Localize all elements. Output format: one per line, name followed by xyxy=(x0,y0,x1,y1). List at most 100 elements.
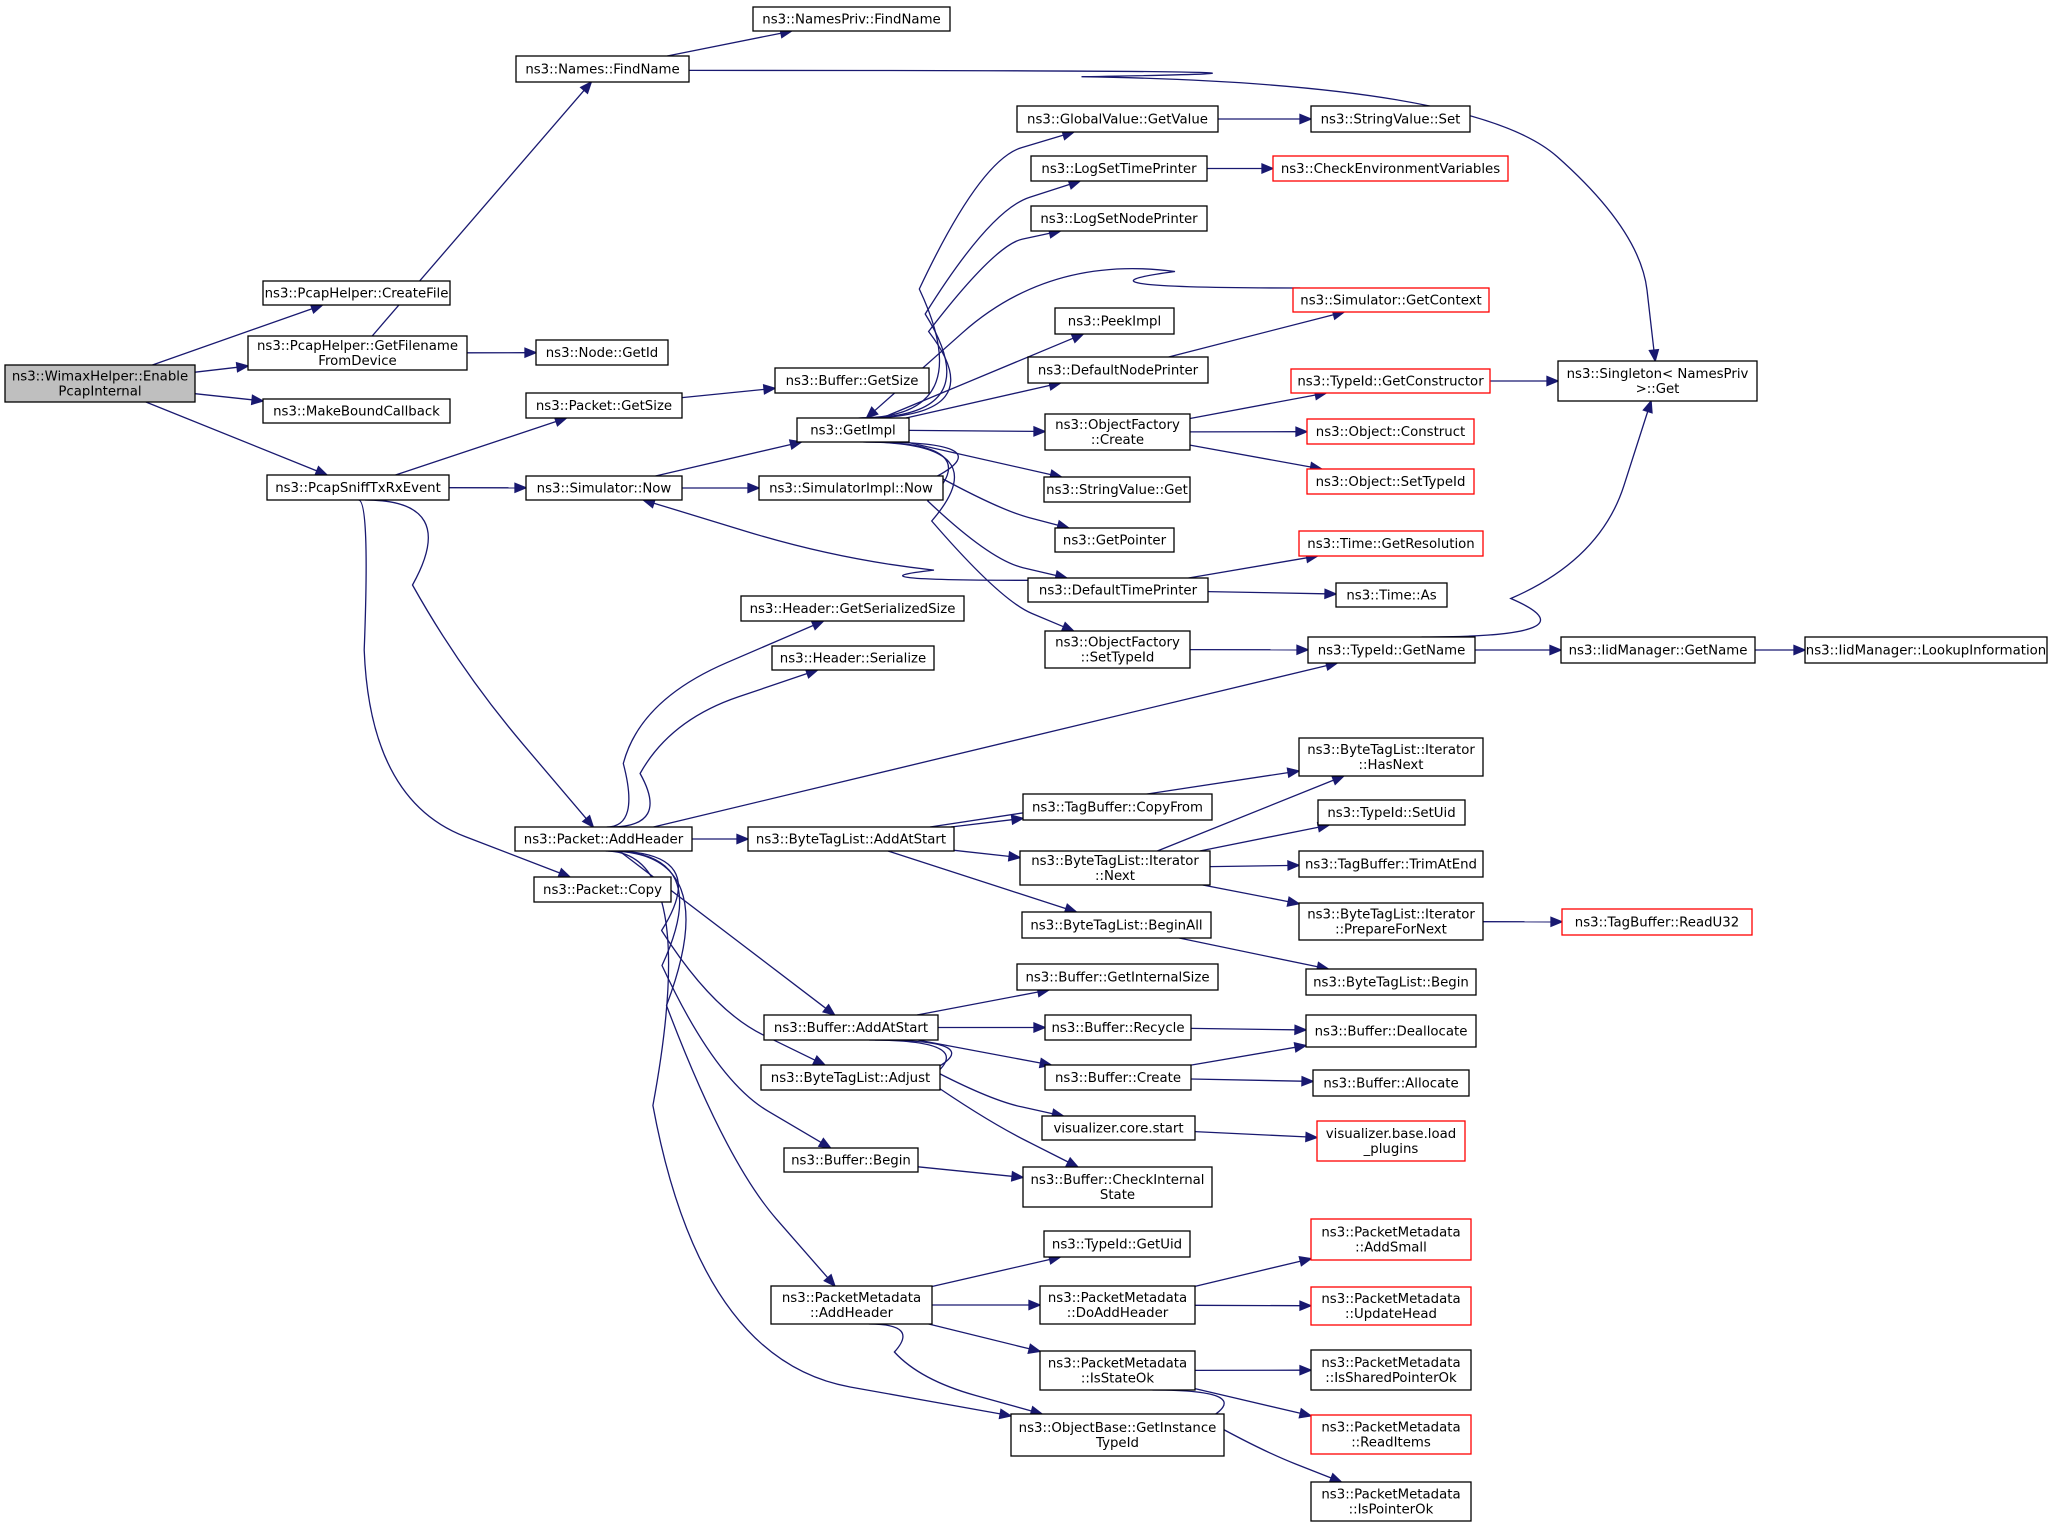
graph-node-n29[interactable]: ns3::Time::As xyxy=(1335,582,1448,608)
call-edge-arrowhead xyxy=(810,620,826,631)
graph-node-n35[interactable]: ns3::Header::GetSerializedSize xyxy=(740,595,965,622)
call-edge xyxy=(1207,163,1275,174)
graph-node-n61[interactable]: ns3::PacketMetadata::AddHeader xyxy=(770,1285,933,1325)
call-edge-arrowhead xyxy=(1028,1299,1042,1311)
graph-node-label: ns3::ObjectFactory xyxy=(1055,636,1180,651)
graph-node-box xyxy=(515,55,690,83)
graph-node-n19[interactable]: ns3::PeekImpl xyxy=(1054,307,1175,335)
call-edge-arrowhead xyxy=(1299,113,1313,125)
call-edge-arrowhead xyxy=(250,394,265,406)
graph-node-n39[interactable]: ns3::ByteTagList::AddAtStart xyxy=(747,826,955,852)
graph-node-n58[interactable]: ns3::ByteTagList::Adjust xyxy=(760,1064,941,1091)
graph-node-n52[interactable]: ns3::Buffer::Deallocate xyxy=(1305,1014,1477,1048)
graph-node-label: ns3::Buffer::CheckInternal xyxy=(1030,1173,1204,1188)
graph-node-n17[interactable]: ns3::LogSetNodePrinter xyxy=(1030,205,1208,232)
call-edge-line xyxy=(908,429,1035,433)
graph-node-n12[interactable]: ns3::GetImpl xyxy=(796,417,910,443)
graph-node-n64[interactable]: ns3::PacketMetadata::UpdateHead xyxy=(1310,1286,1472,1326)
graph-node-n34[interactable]: ns3::SimulatorImpl::Now xyxy=(758,475,944,501)
graph-node-n63[interactable]: ns3::PacketMetadata::AddSmall xyxy=(1310,1218,1472,1261)
graph-node-n43[interactable]: ns3::TypeId::SetUid xyxy=(1317,799,1466,826)
call-edge-line xyxy=(860,183,1070,419)
call-edge-arrowhead xyxy=(1305,1131,1319,1143)
graph-node-n60[interactable]: ns3::TypeId::GetUid xyxy=(1043,1230,1191,1258)
call-edge-line xyxy=(1421,411,1649,638)
graph-node-n30[interactable]: ns3::ObjectFactory::SetTypeId xyxy=(1044,630,1191,669)
graph-node-n66[interactable]: ns3::PacketMetadata::IsSharedPointerOk xyxy=(1310,1349,1472,1391)
graph-node-n23[interactable]: ns3::Object::Construct xyxy=(1306,418,1475,445)
graph-node-n59[interactable]: ns3::Buffer::Begin xyxy=(783,1147,919,1173)
graph-node-label: ::Create xyxy=(1091,433,1144,448)
graph-node-n15[interactable]: ns3::LogSetTimePrinter xyxy=(1030,155,1208,182)
graph-node-label: ns3::PacketMetadata xyxy=(1321,1421,1460,1436)
call-edge-arrowhead xyxy=(1296,644,1310,656)
graph-node-n37[interactable]: ns3::Packet::AddHeader xyxy=(514,826,693,852)
call-edge xyxy=(1755,644,1807,656)
graph-node-n50[interactable]: ns3::Buffer::AddAtStart xyxy=(763,1014,939,1041)
graph-node-n22[interactable]: ns3::TypeId::GetConstructor xyxy=(1290,368,1491,394)
graph-node-n53[interactable]: ns3::Buffer::Create xyxy=(1044,1064,1192,1091)
graph-node-n44[interactable]: ns3::TagBuffer::TrimAtEnd xyxy=(1298,850,1484,878)
graph-node-n67[interactable]: ns3::PacketMetadata::ReadItems xyxy=(1310,1414,1472,1455)
graph-node-n10[interactable]: ns3::Buffer::GetSize xyxy=(774,367,930,394)
graph-node-n11[interactable]: ns3::Simulator::Now xyxy=(525,475,683,501)
graph-node-label: ns3::ByteTagList::AddAtStart xyxy=(756,833,946,848)
graph-node-n8[interactable]: ns3::PcapSniffTxRxEvent xyxy=(266,474,450,501)
graph-node-n32[interactable]: ns3::IidManager::GetName xyxy=(1560,636,1756,664)
graph-node-n56[interactable]: visualizer.base.load_plugins xyxy=(1316,1120,1466,1162)
call-edge-line xyxy=(667,32,782,57)
call-edge xyxy=(1188,552,1320,579)
graph-node-box xyxy=(1298,530,1484,557)
graph-node-n42[interactable]: ns3::ByteTagList::Iterator::Next xyxy=(1019,850,1211,886)
graph-node-n31[interactable]: ns3::TypeId::GetName xyxy=(1307,636,1476,664)
graph-node-n25[interactable]: ns3::StringValue::Get xyxy=(1043,476,1191,503)
graph-node-n36[interactable]: ns3::Header::Serialize xyxy=(771,645,935,671)
graph-node-n41[interactable]: ns3::TagBuffer::CopyFrom xyxy=(1022,793,1213,821)
graph-node-n51[interactable]: ns3::Buffer::Recycle xyxy=(1044,1014,1192,1041)
graph-node-n20[interactable]: ns3::DefaultNodePrinter xyxy=(1027,356,1209,384)
graph-node-n55[interactable]: visualizer.core.start xyxy=(1041,1115,1196,1141)
graph-node-n27[interactable]: ns3::DefaultTimePrinter xyxy=(1027,577,1209,603)
call-edge-line xyxy=(869,1039,1069,1163)
graph-node-n65[interactable]: ns3::PacketMetadata::IsStateOk xyxy=(1039,1350,1196,1391)
graph-node-n3[interactable]: ns3::Names::FindName xyxy=(515,55,690,83)
graph-node-n49[interactable]: ns3::Buffer::GetInternalSize xyxy=(1016,963,1219,991)
graph-node-n33[interactable]: ns3::IidManager::LookupInformation xyxy=(1804,636,2048,664)
call-edge-line xyxy=(863,441,1064,628)
graph-node-n54[interactable]: ns3::Buffer::Allocate xyxy=(1312,1069,1470,1097)
call-edge-line xyxy=(862,232,1050,419)
graph-node-n38[interactable]: ns3::Packet::Copy xyxy=(533,876,672,903)
graph-node-n68[interactable]: ns3::PacketMetadata::IsPointerOk xyxy=(1310,1481,1472,1522)
graph-node-n18[interactable]: ns3::Simulator::GetContext xyxy=(1292,287,1490,313)
graph-node-label: ns3::LogSetNodePrinter xyxy=(1040,212,1198,227)
graph-node-n45[interactable]: ns3::ByteTagList::Iterator::PrepareForNe… xyxy=(1298,902,1484,941)
graph-node-n1[interactable]: ns3::PcapHelper::CreateFile xyxy=(262,280,451,306)
graph-node-n48[interactable]: ns3::ByteTagList::Begin xyxy=(1305,968,1477,996)
call-edge-arrowhead xyxy=(579,80,593,95)
graph-node-n13[interactable]: ns3::GlobalValue::GetValue xyxy=(1016,105,1219,133)
graph-node-n47[interactable]: ns3::ByteTagList::BeginAll xyxy=(1021,911,1212,939)
graph-node-n40[interactable]: ns3::ByteTagList::Iterator::HasNext xyxy=(1298,737,1484,777)
graph-node-n26[interactable]: ns3::GetPointer xyxy=(1054,527,1175,553)
graph-node-n4[interactable]: ns3::NamesPriv::FindName xyxy=(752,6,951,32)
graph-node-label: ns3::Buffer::Recycle xyxy=(1051,1021,1184,1036)
graph-node-n9[interactable]: ns3::Packet::GetSize xyxy=(525,392,683,419)
graph-node-n7[interactable]: ns3::MakeBoundCallback xyxy=(262,398,451,424)
graph-node-n24[interactable]: ns3::Object::SetTypeId xyxy=(1306,468,1475,495)
graph-node-n28[interactable]: ns3::Time::GetResolution xyxy=(1298,530,1484,557)
call-edge-line xyxy=(931,1258,1050,1288)
graph-node-n21[interactable]: ns3::ObjectFactory::Create xyxy=(1044,413,1191,451)
call-edge-line xyxy=(1199,826,1319,852)
graph-node-label: ns3::Buffer::Create xyxy=(1055,1071,1181,1086)
graph-node-n46[interactable]: ns3::TagBuffer::ReadU32 xyxy=(1561,908,1753,936)
graph-node-n62[interactable]: ns3::PacketMetadata::DoAddHeader xyxy=(1039,1285,1196,1325)
graph-node-label: ns3::Singleton< NamesPriv xyxy=(1567,367,1749,382)
graph-node-n16[interactable]: ns3::CheckEnvironmentVariables xyxy=(1272,155,1509,182)
graph-node-n14[interactable]: ns3::StringValue::Set xyxy=(1310,105,1471,133)
graph-node-n5[interactable]: ns3::Singleton< NamesPriv >::Get xyxy=(1557,360,1758,402)
graph-node-n6[interactable]: ns3::Node::GetId xyxy=(535,339,669,366)
